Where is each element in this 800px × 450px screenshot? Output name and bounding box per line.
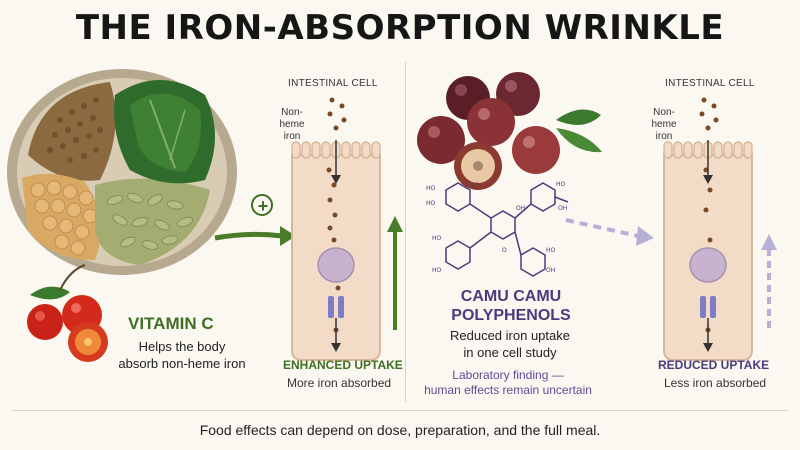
cell-label-left: INTESTINAL CELL bbox=[288, 78, 378, 89]
plus-icon: + bbox=[257, 196, 269, 216]
enhanced-uptake-text: More iron absorbed bbox=[287, 376, 392, 390]
enhanced-uptake-heading: ENHANCED UPTAKE bbox=[283, 358, 403, 372]
svg-text:HO: HO bbox=[556, 181, 566, 188]
svg-text:HO: HO bbox=[546, 247, 556, 254]
dashed-arrow-icon bbox=[565, 218, 639, 238]
iron-dots-left bbox=[326, 97, 347, 333]
acerola-fruit-image bbox=[27, 264, 108, 362]
svg-text:HO: HO bbox=[432, 235, 442, 242]
footer-note: Food effects can depend on dose, prepara… bbox=[199, 422, 601, 438]
food-bowl-image bbox=[7, 69, 237, 275]
cell-label-right: INTESTINAL CELL bbox=[665, 78, 755, 89]
svg-text:Cl: Cl bbox=[472, 182, 478, 189]
page-title: THE IRON-ABSORPTION WRINKLE bbox=[75, 8, 725, 48]
panel-divider bbox=[405, 62, 406, 402]
intestinal-cell-left bbox=[291, 141, 381, 361]
reduced-uptake-heading: REDUCED UPTAKE bbox=[658, 358, 770, 372]
svg-text:O: O bbox=[502, 247, 507, 254]
iron-dots-right bbox=[699, 97, 719, 333]
svg-text:HO: HO bbox=[432, 267, 442, 274]
left-illustration bbox=[7, 69, 403, 362]
svg-text:OH: OH bbox=[546, 267, 555, 274]
footer-divider bbox=[12, 410, 788, 411]
green-arrow-icon bbox=[214, 231, 283, 241]
svg-text:HO: HO bbox=[426, 200, 436, 207]
reduced-uptake-text: Less iron absorbed bbox=[664, 376, 767, 390]
svg-text:OH: OH bbox=[558, 205, 567, 212]
svg-text:OH: OH bbox=[516, 205, 525, 212]
svg-text:HO: HO bbox=[426, 185, 436, 192]
plus-circle-icon bbox=[251, 194, 273, 216]
lab-finding-note: Laboratory finding —human effects remain… bbox=[424, 368, 592, 397]
vitamin-c-heading: VITAMIN C bbox=[128, 314, 214, 333]
polyphenol-structure-icon bbox=[445, 182, 569, 277]
camu-camu-fruit-image bbox=[417, 72, 602, 190]
